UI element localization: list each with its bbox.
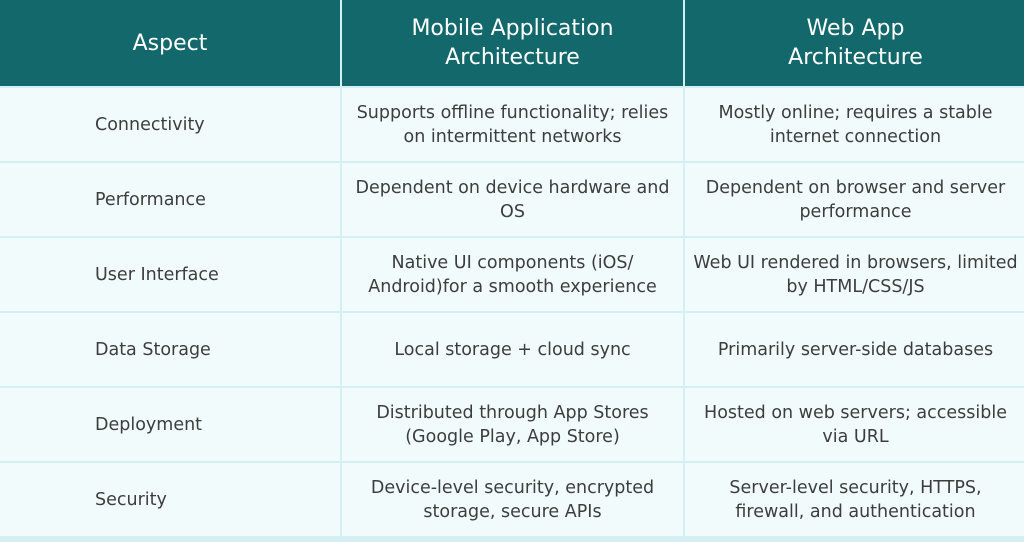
cell-web: Mostly online; requires a stable interne… xyxy=(685,88,1024,161)
cell-mobile: Native UI components (iOS/ Android)for a… xyxy=(342,238,683,311)
header-aspect: Aspect xyxy=(0,0,340,86)
cell-mobile: Distributed through App Stores (Google P… xyxy=(342,388,683,461)
header-web: Web App Architecture xyxy=(685,0,1024,86)
cell-web: Server-level security, HTTPS, firewall, … xyxy=(685,463,1024,536)
cell-web: Web UI rendered in browsers, limited by … xyxy=(685,238,1024,311)
cell-web: Hosted on web servers; accessible via UR… xyxy=(685,388,1024,461)
cell-mobile: Dependent on device hardware and OS xyxy=(342,163,683,236)
cell-web: Primarily server-side databases xyxy=(685,313,1024,386)
cell-mobile: Local storage + cloud sync xyxy=(342,313,683,386)
cell-aspect: Deployment xyxy=(0,388,340,461)
header-row: Aspect Mobile Application Architecture W… xyxy=(0,0,1024,86)
cell-web: Dependent on browser and server performa… xyxy=(685,163,1024,236)
cell-aspect: Connectivity xyxy=(0,88,340,161)
cell-aspect: Data Storage xyxy=(0,313,340,386)
cell-mobile: Supports offline functionality; relies o… xyxy=(342,88,683,161)
cell-aspect: Security xyxy=(0,463,340,536)
header-mobile: Mobile Application Architecture xyxy=(342,0,683,86)
cell-aspect: Performance xyxy=(0,163,340,236)
cell-mobile: Device-level security, encrypted storage… xyxy=(342,463,683,536)
cell-aspect: User Interface xyxy=(0,238,340,311)
